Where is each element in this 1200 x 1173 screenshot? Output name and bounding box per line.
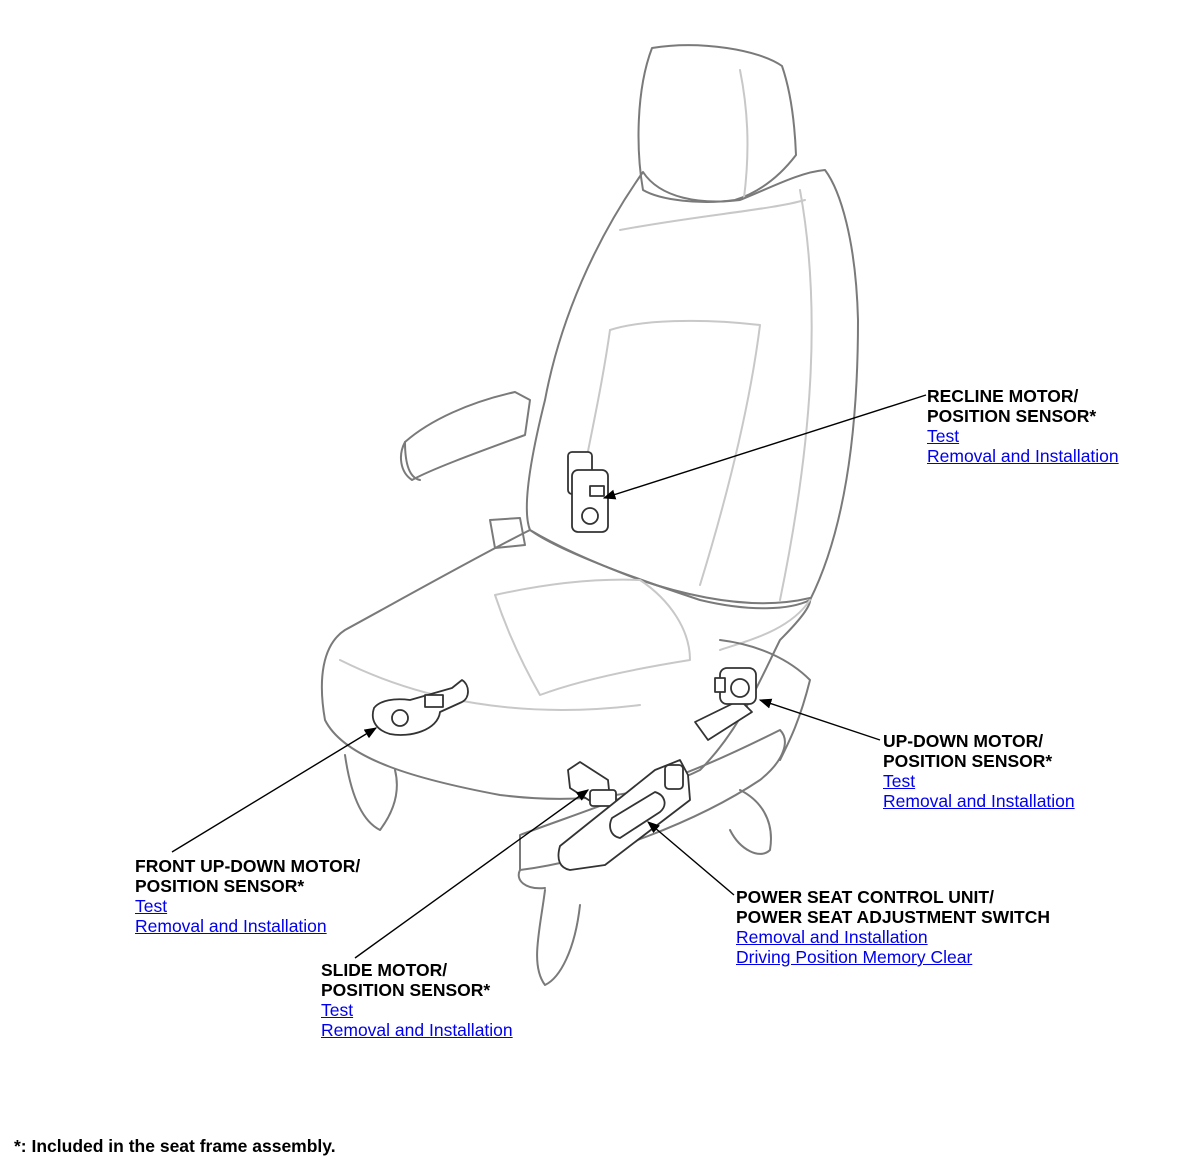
callout-power-seat: POWER SEAT CONTROL UNIT/ POWER SEAT ADJU… [736, 887, 1050, 967]
slide-title-2: POSITION SENSOR* [321, 980, 491, 1000]
power-seat-title-2: POWER SEAT ADJUSTMENT SWITCH [736, 907, 1051, 927]
up-down-removal-link[interactable]: Removal and Installation [883, 791, 1075, 811]
power-seat-removal-link[interactable]: Removal and Installation [736, 927, 928, 947]
leader-front-up-down [171, 727, 378, 853]
slide-test-link[interactable]: Test [321, 1000, 354, 1020]
headrest-seam [739, 69, 749, 199]
leader-power-seat [647, 821, 735, 896]
components [371, 451, 757, 871]
headrest [637, 44, 797, 203]
backrest-inner [609, 319, 761, 586]
up-down-title-1: UP-DOWN MOTOR/ [883, 731, 1044, 751]
front-up-down-title-2: POSITION SENSOR* [135, 876, 305, 896]
callout-front-up-down: FRONT UP-DOWN MOTOR/ POSITION SENSOR* Te… [135, 856, 360, 936]
front-up-down-removal-link[interactable]: Removal and Installation [135, 916, 327, 936]
recline-test-link[interactable]: Test [927, 426, 960, 446]
power-seat-memory-clear-link[interactable]: Driving Position Memory Clear [736, 947, 973, 967]
slide-removal-link[interactable]: Removal and Installation [321, 1020, 513, 1040]
front-up-down-motor-icon [371, 679, 469, 736]
up-down-title-2: POSITION SENSOR* [883, 751, 1053, 771]
recline-motor-icon [567, 451, 609, 533]
up-down-motor-icon [694, 667, 757, 741]
power-seat-title-1: POWER SEAT CONTROL UNIT/ [736, 887, 994, 907]
seat-cushion [320, 529, 812, 800]
callout-recline: RECLINE MOTOR/ POSITION SENSOR* Test Rem… [927, 386, 1119, 466]
callout-slide: SLIDE MOTOR/ POSITION SENSOR* Test Remov… [321, 960, 513, 1040]
leader-lines [171, 394, 927, 959]
leader-recline [602, 394, 927, 500]
leader-up-down [758, 698, 881, 741]
front-up-down-test-link[interactable]: Test [135, 896, 168, 916]
slide-motor-icon [567, 761, 617, 807]
rear-support [729, 789, 772, 855]
recline-title-1: RECLINE MOTOR/ [927, 386, 1079, 406]
armrest [399, 391, 531, 481]
seat-cushion-inner [494, 578, 691, 696]
backrest [525, 169, 859, 610]
leader-slide [354, 789, 590, 959]
up-down-test-link[interactable]: Test [883, 771, 916, 791]
footnote: *: Included in the seat frame assembly. [14, 1136, 336, 1156]
front-leg [344, 754, 398, 831]
recline-removal-link[interactable]: Removal and Installation [927, 446, 1119, 466]
callout-up-down: UP-DOWN MOTOR/ POSITION SENSOR* Test Rem… [883, 731, 1075, 811]
recline-title-2: POSITION SENSOR* [927, 406, 1097, 426]
slide-title-1: SLIDE MOTOR/ [321, 960, 448, 980]
rear-leg [536, 889, 581, 986]
power-seat-switch-icon [557, 759, 691, 871]
front-up-down-title-1: FRONT UP-DOWN MOTOR/ [135, 856, 361, 876]
